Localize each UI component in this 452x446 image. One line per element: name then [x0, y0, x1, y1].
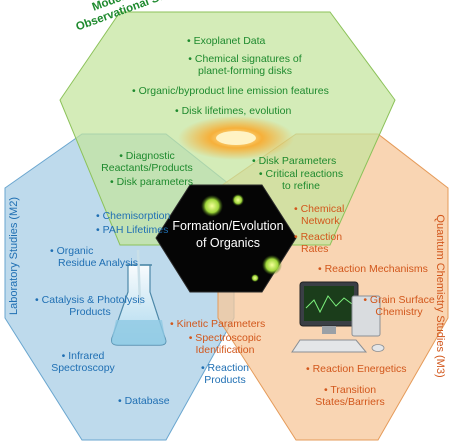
disk-core — [216, 131, 256, 145]
m2-item-infrared-spectroscopy: • Infrared Spectroscopy — [38, 350, 128, 374]
organic-particle-2 — [232, 194, 244, 206]
organic-particle-4 — [251, 274, 259, 282]
m1-m3-item-disk-parameters: • Disk Parameters — [252, 155, 337, 167]
m1-item-chemical-signatures-line2: planet-forming disks — [198, 65, 292, 77]
m1-m2-overlap-list: • Diagnostic Reactants/Products — [92, 150, 202, 174]
m1-item-line-emission: • Organic/byproduct line emission featur… — [132, 85, 329, 97]
m2-item-chemisorption: • Chemisorption — [96, 210, 171, 222]
m1-m2-item-diagnostic: • Diagnostic — [119, 150, 175, 162]
computer-icon — [291, 281, 385, 353]
m2-m3-item-kinetic-parameters: • Kinetic Parameters — [170, 318, 266, 330]
m2-item-organic-residue: • Organic Residue Analysis — [50, 245, 138, 269]
m2-item-infrared-line1: • Infrared — [61, 350, 105, 362]
m1-m3-item-critical-reactions-line2: to refine — [282, 180, 320, 192]
m3-item-reaction-rates-line1: • Reaction — [294, 231, 343, 243]
m3-item-chemical-network-line2: Network — [301, 215, 340, 227]
m3-item-chemical-network: • Chemical Network — [294, 203, 344, 227]
m2-m3-item-reaction-products-line1: • Reaction — [200, 362, 250, 374]
m3-item-reaction-rates: • Reaction Rates — [294, 231, 342, 255]
beaker-icon — [111, 249, 167, 346]
m2-m3-item-reaction-products: • Reaction Products — [190, 362, 260, 386]
m3-item-transition-line2: States/Barriers — [315, 396, 385, 408]
m2-item-catalysis-line2: Products — [69, 306, 111, 318]
m3-item-reaction-energetics: • Reaction Energetics — [306, 363, 407, 375]
m2-item-catalysis-line1: • Catalysis & Photolysis — [35, 294, 145, 306]
m2-item-organic-residue-line1: • Organic — [50, 245, 94, 257]
m3-item-reaction-rates-line2: Rates — [301, 243, 329, 255]
m3-item-transition-line1: • Transition — [323, 384, 377, 396]
m3-item-grain-surface: • Grain Surface Chemistry — [354, 294, 444, 318]
m1-m3-item-critical-reactions: • Critical reactions to refine — [245, 168, 357, 192]
m3-title: Quantum Chemistry Studies (M3) — [434, 214, 446, 378]
m3-item-chemical-network-line1: • Chemical — [294, 203, 345, 215]
m2-m3-item-spectroscopic: • Spectroscopic Identification — [170, 332, 280, 356]
m1-item-chemical-signatures-line1: • Chemical signatures of — [188, 53, 302, 65]
m3-item-grain-surface-line1: • Grain Surface — [363, 294, 435, 306]
m2-m3-item-spectroscopic-line2: Identification — [195, 344, 255, 356]
m2-title: Laboratory Studies (M2) — [8, 197, 20, 315]
m2-item-catalysis-photolysis: • Catalysis & Photolysis Products — [20, 294, 160, 318]
center-title-line2: of Organics — [196, 236, 260, 250]
m2-item-organic-residue-line2: Residue Analysis — [58, 257, 138, 269]
m3-item-grain-surface-line2: Chemistry — [375, 306, 423, 318]
m1-m3-item-critical-reactions-line1: • Critical reactions — [258, 168, 344, 180]
m1-item-disk-lifetimes: • Disk lifetimes, evolution — [175, 105, 292, 117]
m3-item-transition-states: • Transition States/Barriers — [300, 384, 400, 408]
m2-item-pah-lifetimes: • PAH Lifetimes — [96, 224, 169, 236]
center-hexagon — [155, 184, 297, 293]
m1-m2-item-disk-parameters: • Disk parameters — [110, 176, 194, 188]
m3-item-reaction-mechanisms: • Reaction Mechanisms — [318, 263, 428, 275]
center-title-line1: Formation/Evolution — [172, 219, 284, 233]
m1-item-chemical-signatures: • Chemical signatures of planet-forming … — [170, 53, 320, 77]
organic-particle-3 — [262, 255, 282, 275]
center-title: Formation/Evolution of Organics — [168, 218, 288, 252]
m2-item-database: • Database — [118, 395, 170, 407]
organic-particle-1 — [201, 195, 223, 217]
m2-item-infrared-line2: Spectroscopy — [51, 362, 115, 374]
m1-item-exoplanet-data: • Exoplanet Data — [187, 35, 266, 47]
m2-m3-item-spectroscopic-line1: • Spectroscopic — [188, 332, 262, 344]
m2-m3-item-reaction-products-line2: Products — [204, 374, 246, 386]
m1-m2-item-reactants-products: Reactants/Products — [101, 162, 193, 174]
